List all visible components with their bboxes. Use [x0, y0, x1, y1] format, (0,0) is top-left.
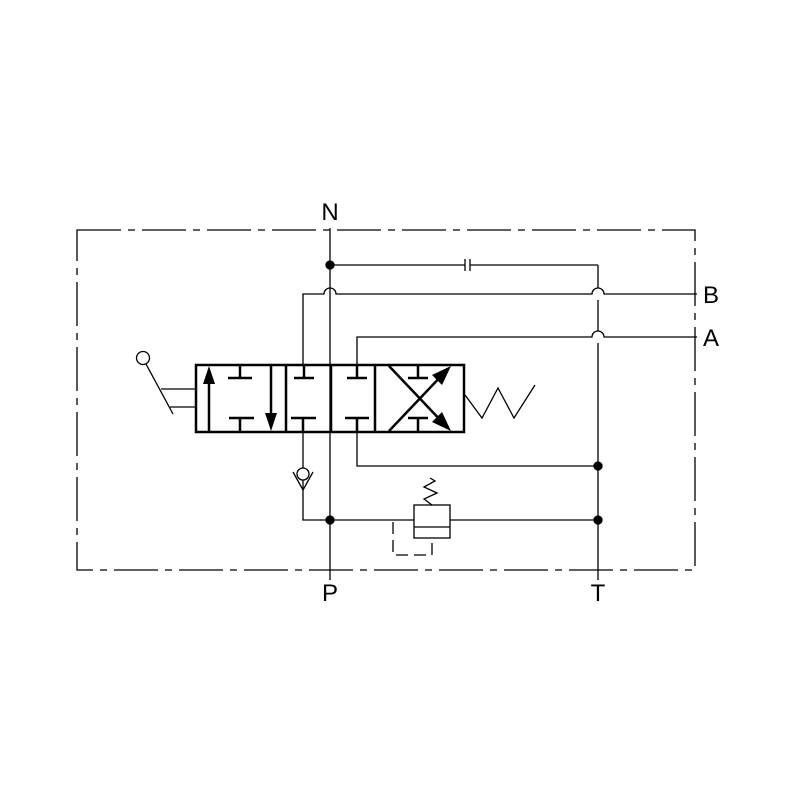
- check-valve-icon: [292, 432, 335, 525]
- port-label-a: A: [703, 325, 719, 352]
- return-spring-icon: [464, 384, 536, 420]
- hand-lever-icon: [135, 350, 196, 415]
- port-b-line: [302, 287, 697, 365]
- directional-valve: [194, 363, 466, 434]
- port-label-b: B: [703, 282, 719, 309]
- port-label-t: T: [591, 580, 606, 607]
- port-label-p: P: [322, 580, 338, 607]
- junction-dot: [325, 260, 335, 270]
- arrow-cross-icon: [432, 412, 451, 431]
- arrow-cross-icon: [432, 366, 451, 385]
- arrow-up-icon: [203, 366, 215, 384]
- port-a-line: [356, 330, 697, 365]
- valve-body-boundary: [76, 229, 696, 571]
- neutral-bypass-line: [325, 259, 598, 271]
- arrow-down-icon: [265, 413, 277, 431]
- tank-return-line: [356, 432, 603, 471]
- junction-dot: [593, 515, 603, 525]
- port-label-n: N: [321, 199, 338, 226]
- junction-dot: [593, 461, 603, 471]
- relief-valve-icon: [330, 477, 603, 556]
